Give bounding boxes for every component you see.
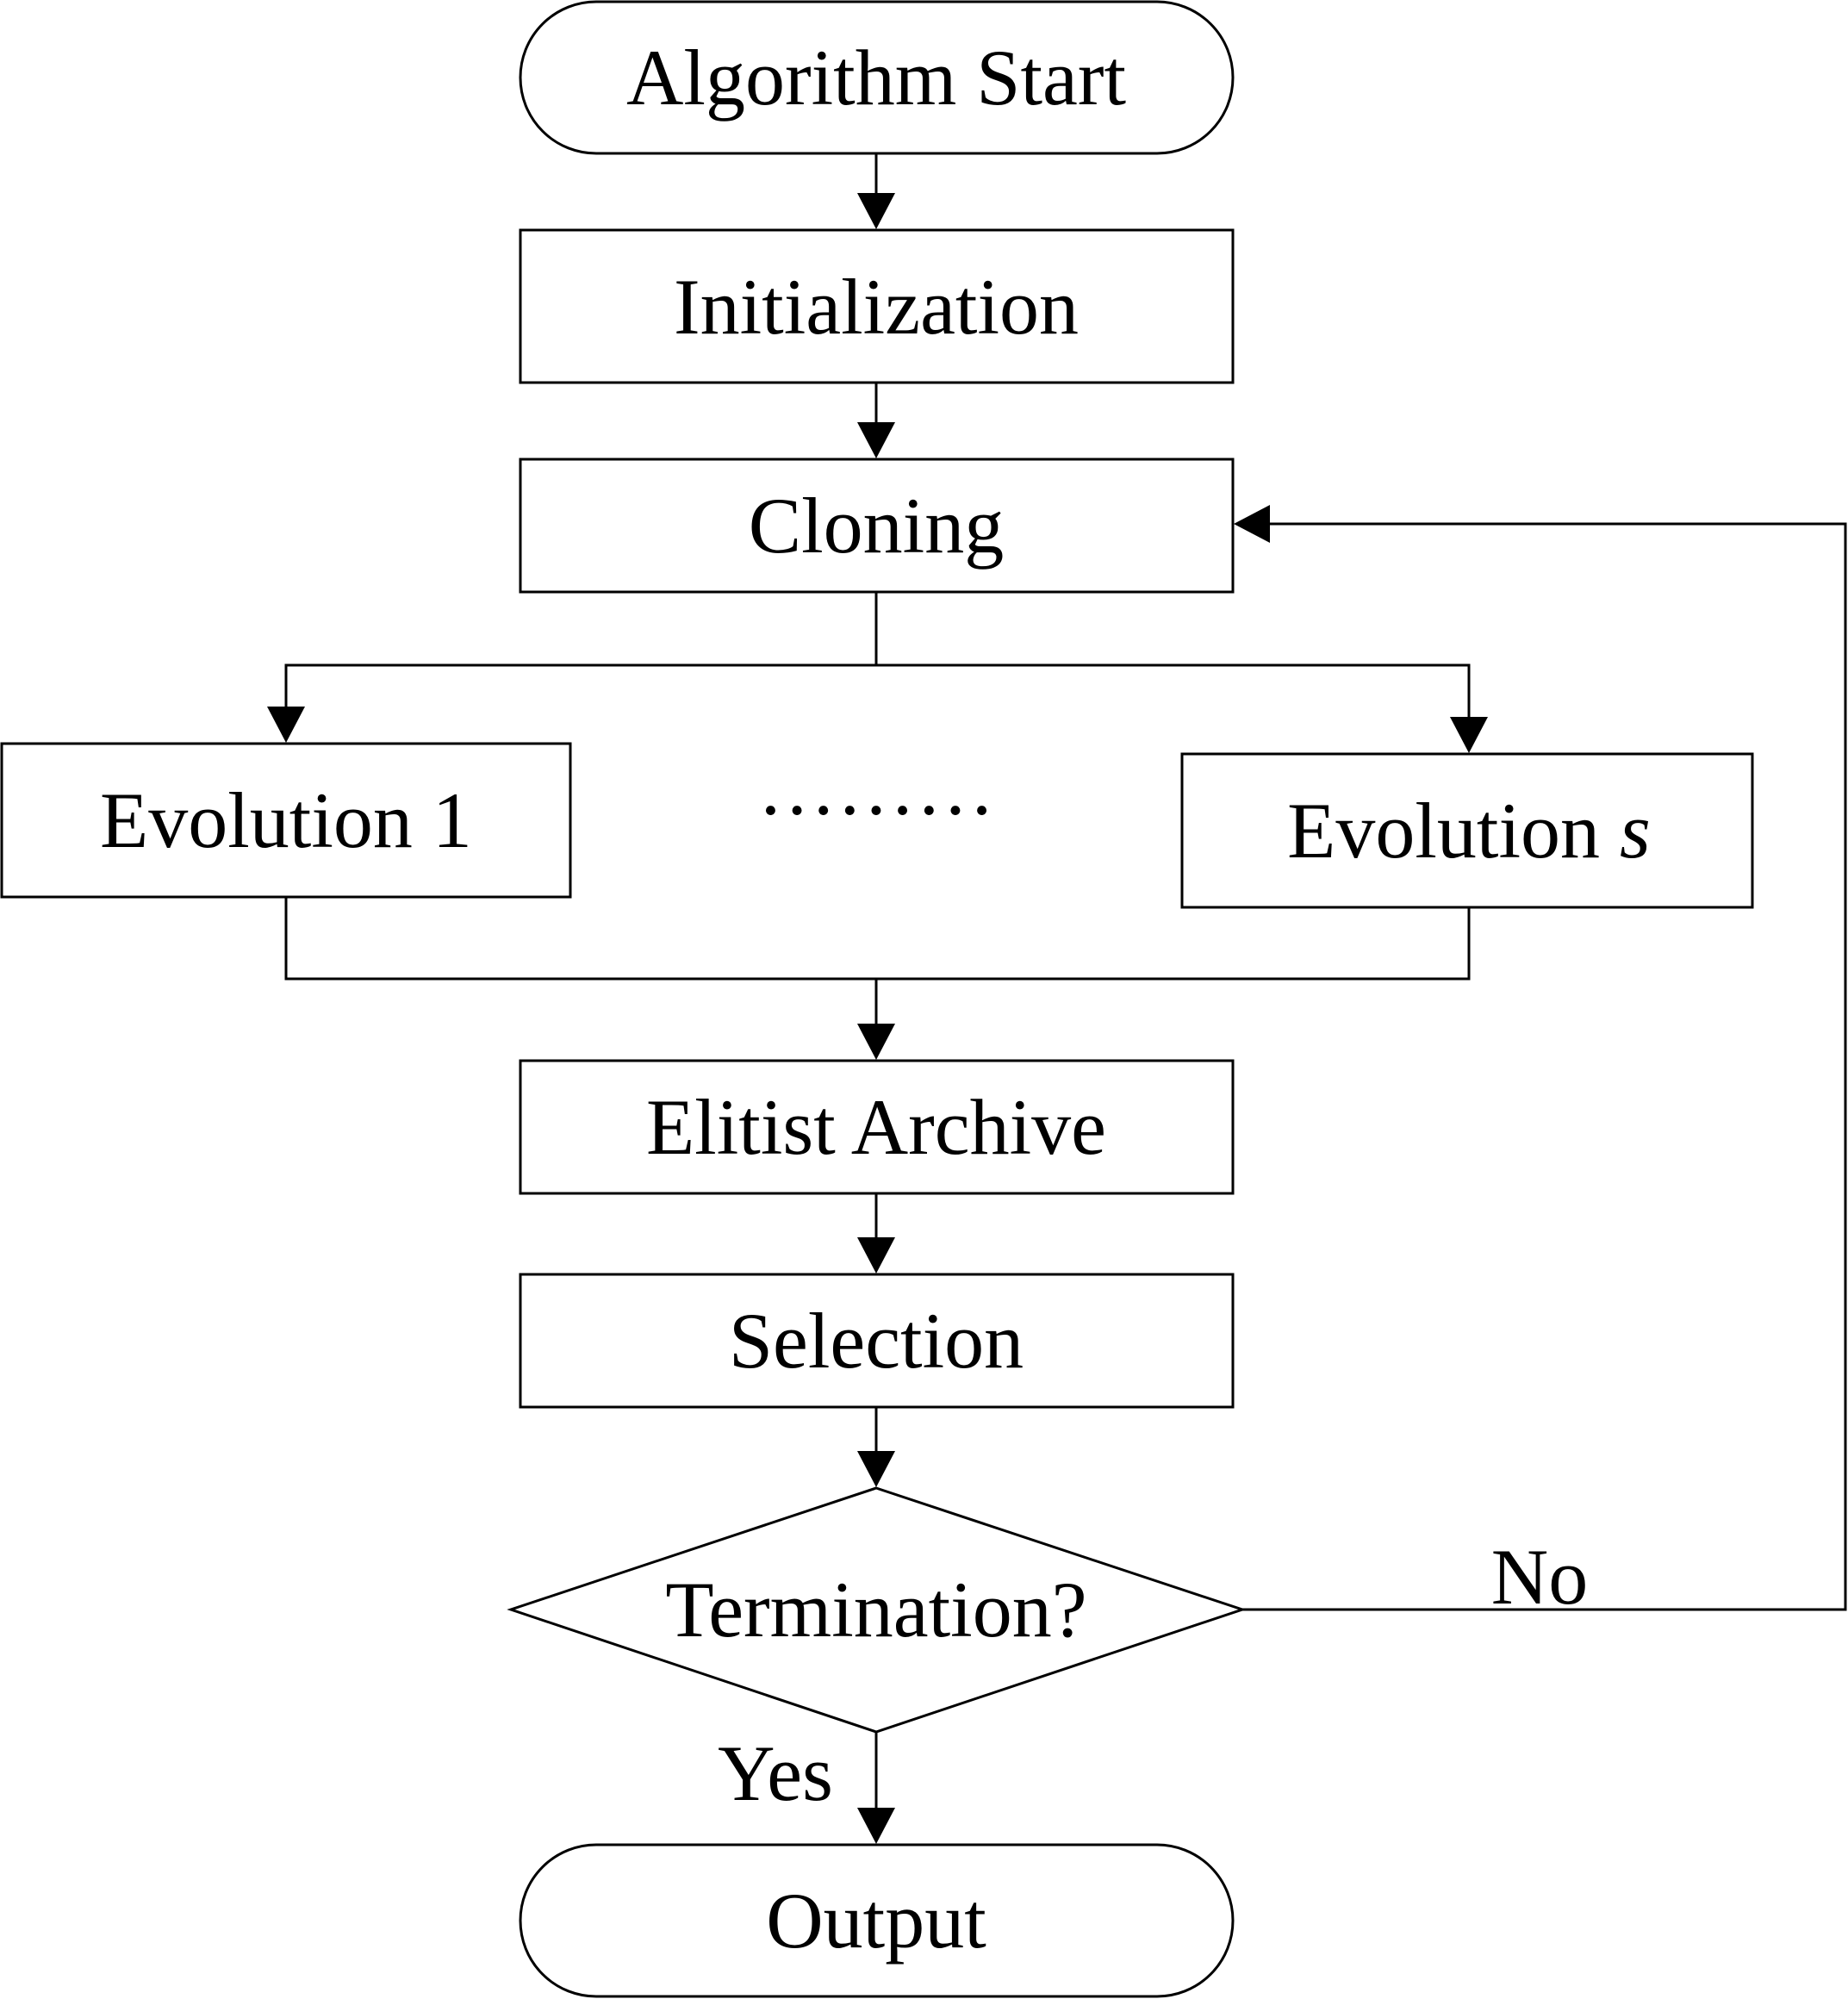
edge-label-yes: Yes <box>718 1729 833 1817</box>
node-termination: Termination? <box>507 1486 1247 1734</box>
process-box-elitist-archive <box>519 1059 1235 1195</box>
process-box-evolution-s <box>1180 752 1754 909</box>
node-output: Output <box>519 1843 1235 1998</box>
evolution-1-label: Evolution 1 <box>100 776 472 864</box>
arrowhead-cloning <box>857 422 895 458</box>
edge-merge <box>284 897 1471 981</box>
termination-label: Termination? <box>665 1566 1086 1653</box>
arrowhead-evolution-s <box>1450 717 1488 753</box>
terminator-shape-output <box>519 1843 1235 1998</box>
elitist-archive-label: Elitist Archive <box>646 1083 1106 1171</box>
arrowhead-output <box>857 1808 895 1844</box>
node-selection: Selection <box>519 1273 1235 1409</box>
evolution-s-prefix: Evolution <box>1287 787 1620 875</box>
start-label: Algorithm Start <box>626 34 1127 121</box>
connectors <box>267 153 1847 1844</box>
output-label: Output <box>766 1877 986 1965</box>
arrowhead-archive <box>857 1024 895 1060</box>
decision-diamond-termination <box>507 1486 1247 1734</box>
node-elitist-archive: Elitist Archive <box>519 1059 1235 1195</box>
arrowhead-loop-cloning <box>1234 505 1270 543</box>
cloning-label: Cloning <box>749 482 1004 570</box>
node-evolution-1: Evolution 1 <box>0 742 572 899</box>
selection-label: Selection <box>729 1297 1024 1385</box>
node-initialization: Initialization <box>519 228 1235 384</box>
evolution-s-variable: s <box>1620 787 1651 875</box>
arrowhead-selection <box>857 1237 895 1274</box>
edge-split-horizontal <box>284 663 1471 717</box>
process-box-selection <box>519 1273 1235 1409</box>
terminator-shape-start <box>519 0 1235 155</box>
process-box-cloning <box>519 458 1235 594</box>
edge-label-no: No <box>1491 1533 1588 1621</box>
node-algorithm-start: Algorithm Start <box>519 0 1235 155</box>
process-box-initialization <box>519 228 1235 384</box>
node-cloning: Cloning <box>519 458 1235 594</box>
arrowhead-evolution-1 <box>267 707 305 743</box>
ellipsis-more-evolutions: ········· <box>757 766 995 854</box>
arrowhead-init <box>857 193 895 229</box>
evolution-s-label: Evolution s <box>1287 787 1651 875</box>
arrowhead-termination <box>857 1451 895 1487</box>
edge-loop-back-no <box>1242 522 1847 1611</box>
initialization-label: Initialization <box>674 263 1079 351</box>
node-evolution-s: Evolution s <box>1180 752 1754 909</box>
process-box-evolution-1 <box>0 742 572 899</box>
